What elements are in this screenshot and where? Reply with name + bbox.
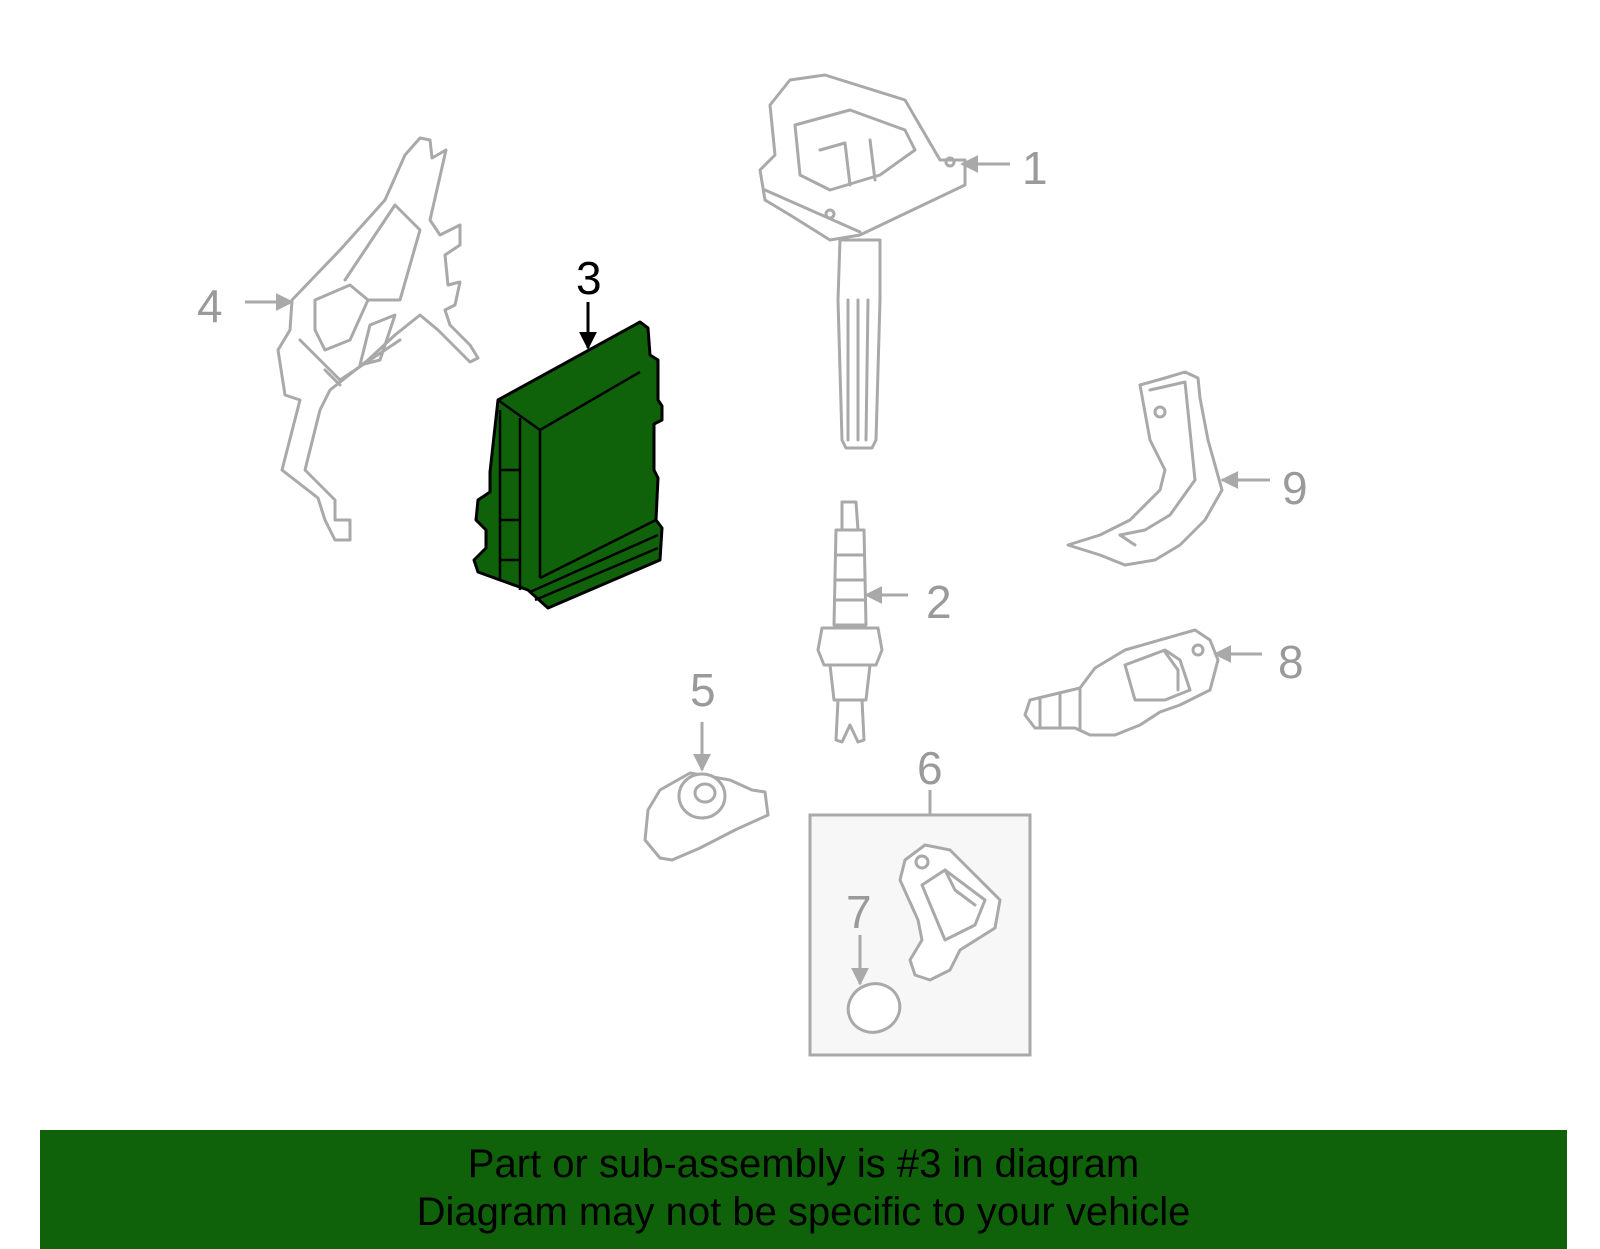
callout-4: 4 — [197, 280, 294, 332]
part-6-sensor-kit-box[interactable] — [808, 813, 1032, 1057]
callout-1: 1 — [960, 142, 1048, 194]
callout-label-2: 2 — [926, 576, 952, 628]
part-4-bracket[interactable] — [276, 136, 480, 542]
banner-line-disclaimer: Diagram may not be specific to your vehi… — [416, 1190, 1191, 1234]
callout-label-8: 8 — [1278, 636, 1304, 688]
part-3-engine-control-module[interactable] — [472, 320, 664, 610]
callout-2: 2 — [864, 576, 952, 628]
callout-6: 6 — [917, 742, 943, 815]
callout-7: 7 — [846, 886, 872, 986]
callout-label-6: 6 — [917, 742, 943, 794]
callout-8: 8 — [1213, 636, 1304, 688]
callout-label-9: 9 — [1282, 462, 1308, 514]
part-8-position-sensor[interactable] — [1023, 628, 1220, 737]
callout-3: 3 — [576, 252, 602, 350]
banner-line-part: Part or sub-assembly is #3 in diagram — [467, 1142, 1140, 1186]
part-9-shield-bracket[interactable] — [1066, 370, 1224, 567]
callout-label-3: 3 — [576, 252, 602, 304]
callout-label-1: 1 — [1022, 142, 1048, 194]
callout-label-4: 4 — [197, 280, 223, 332]
part-1-ignition-coil[interactable] — [758, 73, 967, 450]
callout-5: 5 — [690, 664, 716, 772]
part-5-knock-sensor[interactable] — [643, 771, 770, 862]
info-banner: Part or sub-assembly is #3 in diagram Di… — [40, 1130, 1567, 1249]
callout-label-7: 7 — [846, 886, 872, 938]
callout-label-5: 5 — [690, 664, 716, 716]
part-2-spark-plug[interactable] — [816, 500, 884, 744]
callout-9: 9 — [1220, 462, 1308, 514]
